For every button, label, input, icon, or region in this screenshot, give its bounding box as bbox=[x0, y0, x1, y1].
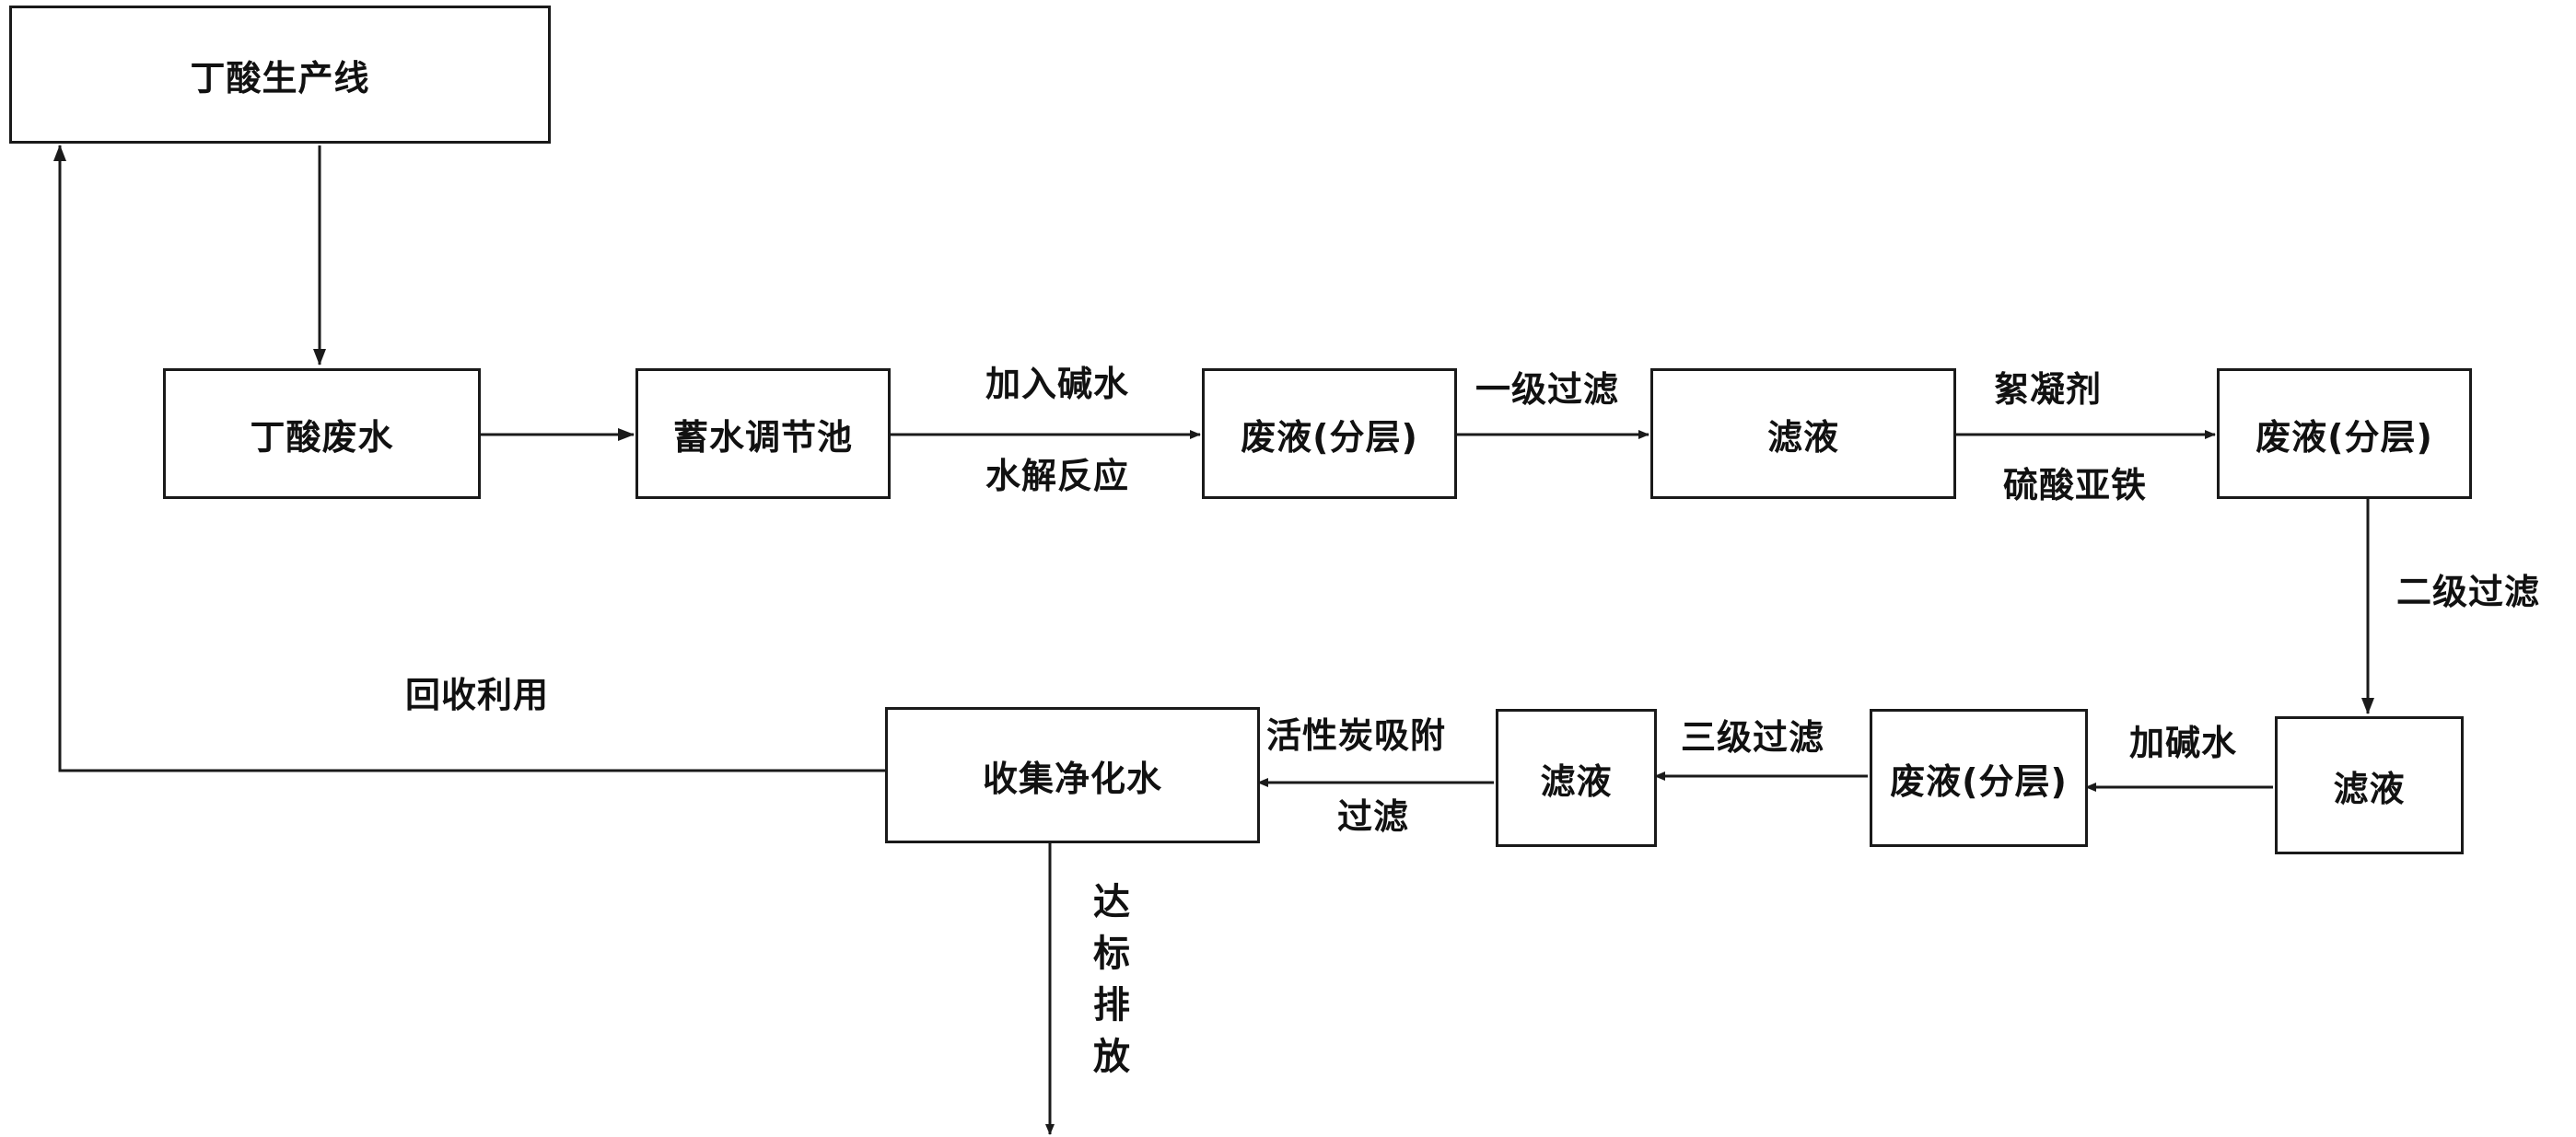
box-production-line: 丁酸生产线 bbox=[9, 6, 551, 144]
box-filtrate-2: 滤液 bbox=[2275, 716, 2464, 854]
label-discharge-char: 达 bbox=[1093, 881, 1130, 923]
label-add-alkali-water: 加入碱水 bbox=[985, 364, 1130, 404]
box-waste-liquid-2: 废液(分层) bbox=[2217, 368, 2472, 499]
label-recycle: 回收利用 bbox=[405, 675, 550, 715]
box-waste-liquid-1: 废液(分层) bbox=[1202, 368, 1457, 499]
label-filtration: 过滤 bbox=[1337, 796, 1410, 837]
label-tertiary-filtration: 三级过滤 bbox=[1681, 717, 1825, 758]
box-waste-liquid-3: 废液(分层) bbox=[1870, 709, 2088, 847]
box-purified-water: 收集净化水 bbox=[885, 707, 1260, 843]
box-filtrate-3: 滤液 bbox=[1496, 709, 1657, 847]
label-discharge-char: 排 bbox=[1093, 984, 1130, 1027]
label-flocculant: 絮凝剂 bbox=[1994, 369, 2103, 410]
label-hydrolysis: 水解反应 bbox=[985, 456, 1130, 496]
label-primary-filtration: 一级过滤 bbox=[1475, 369, 1620, 410]
box-wastewater: 丁酸废水 bbox=[163, 368, 481, 499]
label-discharge: 达 标 排 放 bbox=[1090, 884, 1134, 1090]
label-ferrous-sulfate: 硫酸亚铁 bbox=[2003, 465, 2148, 505]
box-filtrate-1: 滤液 bbox=[1650, 368, 1956, 499]
label-activated-carbon: 活性炭吸附 bbox=[1266, 715, 1447, 756]
arrow-recycle-loop bbox=[53, 145, 885, 772]
label-secondary-filtration: 二级过滤 bbox=[2396, 572, 2541, 612]
label-discharge-char: 标 bbox=[1093, 933, 1130, 975]
label-discharge-char: 放 bbox=[1093, 1036, 1130, 1078]
label-add-alkali: 加碱水 bbox=[2129, 723, 2238, 763]
box-storage-tank: 蓄水调节池 bbox=[635, 368, 891, 499]
